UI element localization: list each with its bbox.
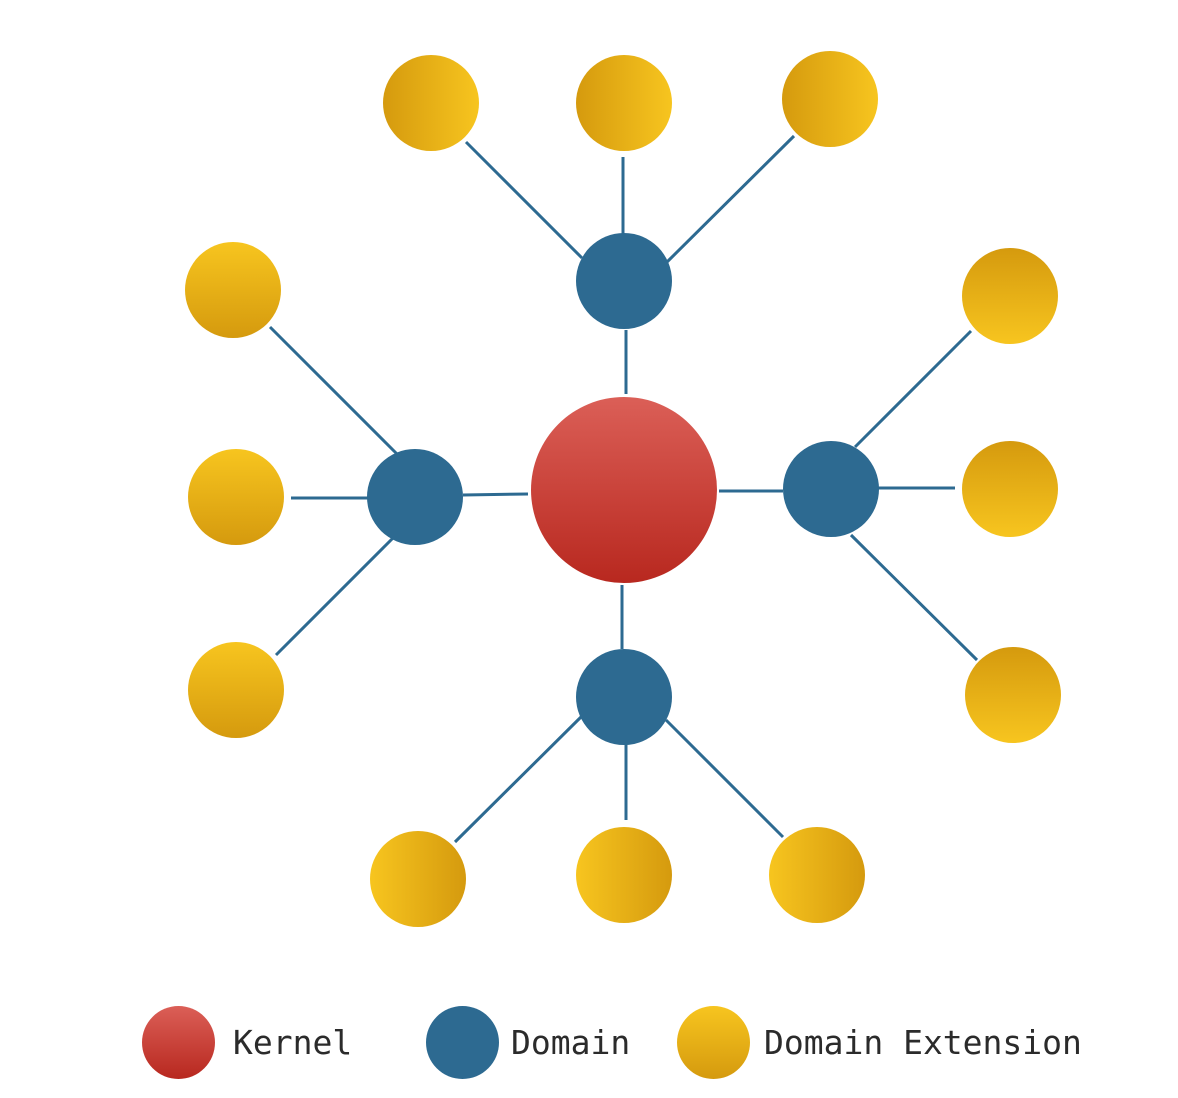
domain-node-right — [783, 441, 879, 537]
legend-swatch-kernel — [142, 1005, 215, 1079]
extension-node-bottom-3 — [769, 827, 865, 923]
legend: Kernel Domain Domain Extension — [0, 1004, 1178, 1080]
edge-kernel-domain-left — [462, 492, 529, 497]
extension-node-right-2 — [962, 441, 1058, 537]
legend-label-kernel: Kernel — [233, 1022, 353, 1062]
legend-swatch-domain — [426, 1005, 499, 1079]
edge-domain-left-ext-1 — [268, 325, 400, 457]
extension-node-right-1 — [962, 248, 1058, 344]
legend-item-domain: Domain — [426, 1004, 630, 1080]
extension-node-bottom-1 — [370, 831, 466, 927]
legend-item-kernel: Kernel — [142, 1004, 352, 1080]
domain-node-bottom — [576, 649, 672, 745]
kernel-domain-diagram — [185, 51, 1061, 927]
edge-domain-bottom-ext-3 — [664, 718, 785, 839]
legend-item-extension: Domain Extension — [677, 1004, 1082, 1080]
edge-domain-left-ext-3 — [274, 535, 396, 657]
edge-domain-top-ext-3 — [665, 134, 796, 264]
legend-swatch-extension — [677, 1005, 750, 1079]
extension-node-right-3 — [965, 647, 1061, 743]
extension-node-bottom-2 — [576, 827, 672, 923]
extension-node-left-1 — [185, 242, 281, 338]
legend-label-extension: Domain Extension — [764, 1022, 1082, 1062]
edge-domain-right-ext-1 — [853, 329, 973, 449]
edge-domain-bottom-ext-1 — [453, 714, 584, 844]
extension-node-top-2 — [576, 55, 672, 151]
extension-node-left-3 — [188, 642, 284, 738]
domain-node-top — [576, 233, 672, 329]
edge-domain-right-ext-3 — [849, 533, 979, 662]
extension-node-top-3 — [782, 51, 878, 147]
legend-label-domain: Domain — [511, 1022, 631, 1062]
extension-node-top-1 — [383, 55, 479, 151]
domain-node-left — [367, 449, 463, 545]
edges — [268, 134, 979, 844]
kernel-node — [531, 397, 717, 583]
nodes — [185, 51, 1061, 927]
extension-node-left-2 — [188, 449, 284, 545]
edge-domain-top-ext-1 — [464, 140, 584, 260]
